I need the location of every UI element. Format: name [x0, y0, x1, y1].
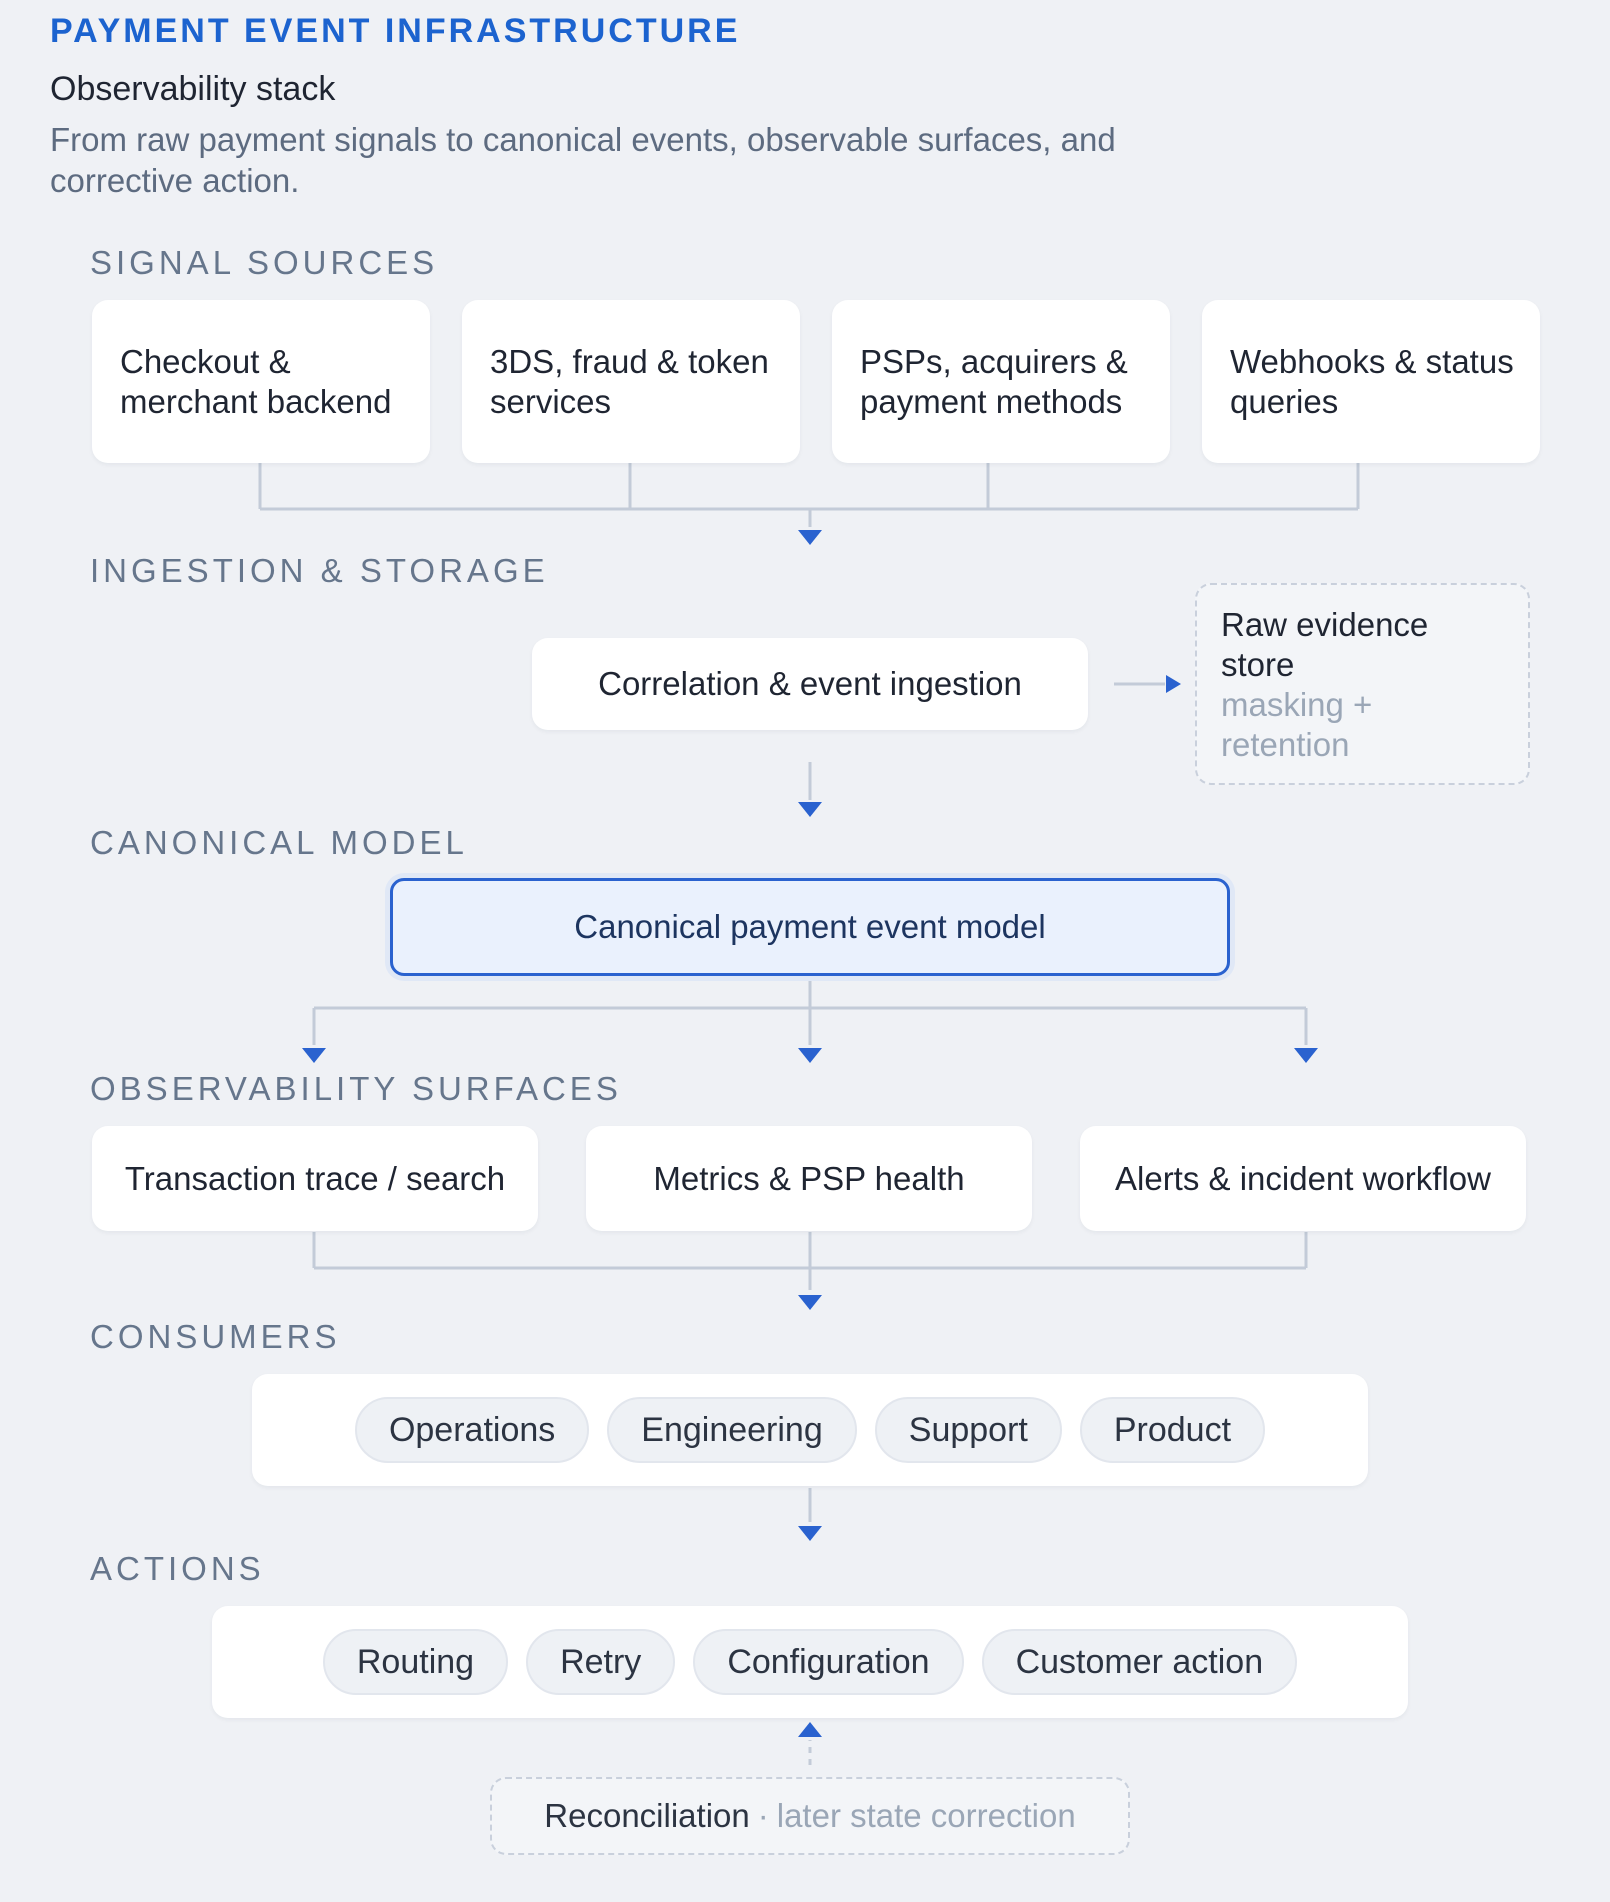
- raw-evidence-store-card: Raw evidence store masking + retention: [1195, 583, 1530, 785]
- reconciliation-note: later state correction: [776, 1797, 1076, 1834]
- surface-card: Transaction trace / search: [92, 1126, 538, 1231]
- signal-source-label: 3DS, fraud & token services: [490, 342, 769, 420]
- section-label-actions: ACTIONS: [90, 1550, 265, 1587]
- actions-panel: Routing Retry Configuration Customer act…: [212, 1606, 1408, 1718]
- page-eyebrow: PAYMENT EVENT INFRASTRUCTURE: [50, 12, 741, 50]
- canonical-model-card: Canonical payment event model: [390, 878, 1230, 976]
- surface-card: Alerts & incident workflow: [1080, 1126, 1526, 1231]
- signal-source-label: PSPs, acquirers & payment methods: [860, 342, 1128, 420]
- consumer-pill: Engineering: [607, 1397, 857, 1463]
- page-title: Observability stack: [50, 70, 336, 108]
- consumer-pill: Product: [1079, 1397, 1266, 1463]
- raw-evidence-store-title: Raw evidence store: [1221, 606, 1429, 683]
- section-label-observability-surfaces: OBSERVABILITY SURFACES: [90, 1070, 622, 1107]
- page-subtitle: From raw payment signals to canonical ev…: [50, 121, 1116, 199]
- action-pill: Customer action: [981, 1629, 1298, 1695]
- signal-source-card: PSPs, acquirers & payment methods: [832, 300, 1170, 463]
- section-label-signal-sources: SIGNAL SOURCES: [90, 244, 439, 281]
- action-pill: Routing: [322, 1629, 509, 1695]
- section-label-ingestion-storage: INGESTION & STORAGE: [90, 552, 549, 589]
- signal-source-card: Webhooks & status queries: [1202, 300, 1540, 463]
- reconciliation-label: Reconciliation: [544, 1797, 750, 1834]
- raw-evidence-store-note: masking + retention: [1221, 686, 1373, 763]
- signal-source-label: Webhooks & status queries: [1230, 342, 1514, 420]
- surface-card: Metrics & PSP health: [586, 1126, 1032, 1231]
- signal-source-card: Checkout & merchant backend: [92, 300, 430, 463]
- signal-source-card: 3DS, fraud & token services: [462, 300, 800, 463]
- consumers-panel: Operations Engineering Support Product: [252, 1374, 1368, 1486]
- consumer-pill: Operations: [354, 1397, 590, 1463]
- reconciliation-card: Reconciliation · later state correction: [490, 1777, 1130, 1855]
- action-pill: Retry: [526, 1629, 676, 1695]
- action-pill: Configuration: [693, 1629, 964, 1695]
- ingestion-card: Correlation & event ingestion: [532, 638, 1088, 730]
- reconciliation-separator: ·: [757, 1797, 769, 1834]
- section-label-canonical-model: CANONICAL MODEL: [90, 824, 468, 861]
- section-label-consumers: CONSUMERS: [90, 1318, 341, 1355]
- signal-source-label: Checkout & merchant backend: [120, 342, 392, 420]
- consumer-pill: Support: [874, 1397, 1062, 1463]
